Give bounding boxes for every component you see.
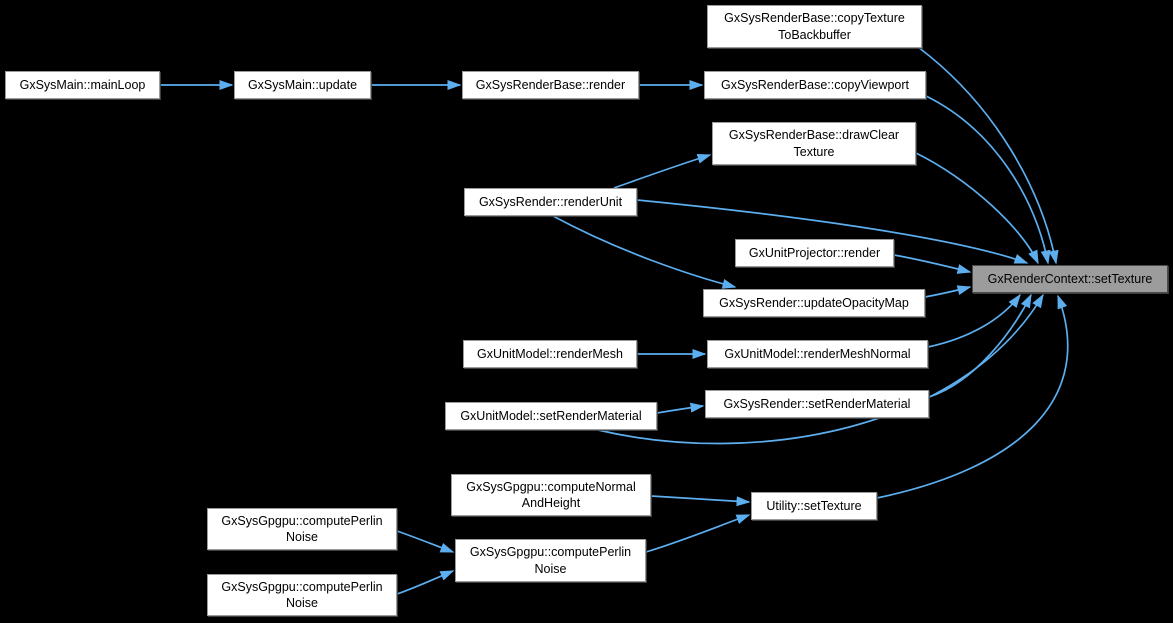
node-label: Utility::setTexture <box>766 498 862 513</box>
node-renderMeshNormal[interactable]: GxUnitModel::renderMeshNormal <box>707 340 928 368</box>
node-label: GxSysRenderBase::render <box>475 77 626 92</box>
node-projector[interactable]: GxUnitProjector::render <box>735 239 894 267</box>
edge-computeNH-to-utilSetTexture <box>650 495 751 507</box>
node-label: GxSysGpgpu::computePerlin Noise <box>221 579 383 610</box>
edge-perlinB-to-perlinMid <box>396 570 455 595</box>
node-label: GxSysGpgpu::computePerlin Noise <box>221 513 383 544</box>
edge-unitSetRM-to-sysSetRM <box>656 402 705 414</box>
node-label: GxSysMain::update <box>247 77 358 92</box>
node-label: GxSysRenderBase::copyViewport <box>720 77 910 92</box>
node-perlinB[interactable]: GxSysGpgpu::computePerlin Noise <box>207 574 397 616</box>
edge-projector-to-setTexture <box>893 254 972 274</box>
node-updateOpacity[interactable]: GxSysRender::updateOpacityMap <box>703 289 925 317</box>
edge-drawClear-to-setTexture <box>915 152 1039 265</box>
node-label: GxSysMain::mainLoop <box>19 77 146 92</box>
edge-renderUnit-to-setTexture <box>636 199 1029 264</box>
node-computeNH[interactable]: GxSysGpgpu::computeNormal AndHeight <box>451 474 651 516</box>
node-label: GxUnitModel::setRenderMaterial <box>460 408 642 423</box>
edge-utilSetTexture-to-setTexture <box>876 294 1069 499</box>
node-utilSetTexture[interactable]: Utility::setTexture <box>751 492 877 520</box>
node-label: GxUnitModel::renderMeshNormal <box>724 346 911 361</box>
node-perlinMid[interactable]: GxSysGpgpu::computePerlin Noise <box>455 539 646 582</box>
node-render[interactable]: GxSysRenderBase::render <box>462 71 639 99</box>
node-label: GxSysRender::setRenderMaterial <box>723 396 911 411</box>
node-label: GxSysRenderBase::drawClear Texture <box>728 128 900 159</box>
edge-renderMeshNormal-to-setTexture <box>927 293 1021 348</box>
node-renderUnit[interactable]: GxSysRender::renderUnit <box>464 188 637 216</box>
edge-renderUnit-to-updateOpacity <box>552 215 737 289</box>
node-copyTB[interactable]: GxSysRenderBase::copyTexture ToBackbuffe… <box>707 5 922 48</box>
node-drawClear[interactable]: GxSysRenderBase::drawClear Texture <box>712 122 916 165</box>
edge-perlinMid-to-utilSetTexture <box>645 514 751 553</box>
edge-unitSetRM-to-setTexture <box>597 293 1044 445</box>
node-unitSetRM[interactable]: GxUnitModel::setRenderMaterial <box>445 402 657 430</box>
node-sysSetRM[interactable]: GxSysRender::setRenderMaterial <box>705 390 929 418</box>
node-label: GxSysGpgpu::computeNormal AndHeight <box>466 479 636 510</box>
node-setTexture: GxRenderContext::setTexture <box>972 265 1168 293</box>
edge-copyTB-to-setTexture <box>917 46 1059 265</box>
edge-copyViewport-to-setTexture <box>925 95 1051 265</box>
node-label: GxSysRender::updateOpacityMap <box>719 295 909 310</box>
node-update[interactable]: GxSysMain::update <box>234 71 371 99</box>
node-label: GxSysGpgpu::computePerlin Noise <box>469 545 632 576</box>
edge-renderUnit-to-drawClear <box>613 153 712 189</box>
node-label: GxRenderContext::setTexture <box>987 271 1153 286</box>
edge-sysSetRM-to-setTexture <box>928 293 1032 398</box>
node-perlinA[interactable]: GxSysGpgpu::computePerlin Noise <box>207 508 397 550</box>
node-label: GxUnitProjector::render <box>748 245 881 260</box>
node-label: GxSysRender::renderUnit <box>478 194 623 209</box>
node-label: GxSysRenderBase::copyTexture ToBackbuffe… <box>724 11 905 42</box>
node-mainLoop[interactable]: GxSysMain::mainLoop <box>5 71 160 99</box>
node-label: GxUnitModel::renderMesh <box>477 346 623 361</box>
edge-perlinA-to-perlinMid <box>396 530 455 553</box>
node-renderMesh[interactable]: GxUnitModel::renderMesh <box>463 340 637 368</box>
edge-updateOpacity-to-setTexture <box>924 285 972 298</box>
node-copyViewport[interactable]: GxSysRenderBase::copyViewport <box>704 71 926 99</box>
